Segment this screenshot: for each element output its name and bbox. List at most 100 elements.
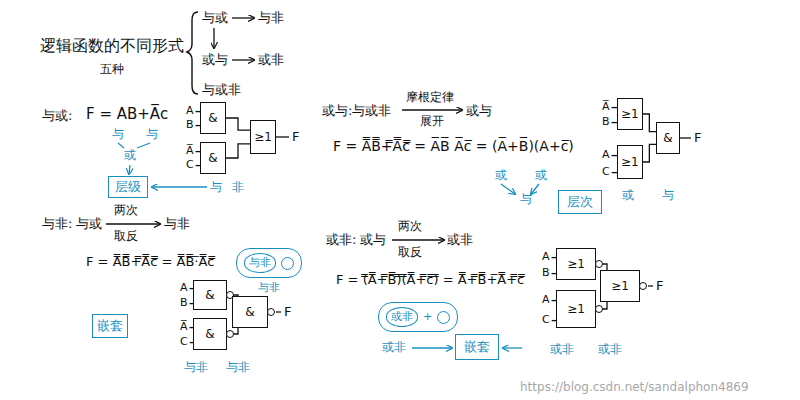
text-label: 或与:与或非 — [322, 103, 391, 119]
text-label: 两次 — [114, 203, 138, 217]
empty-circle — [281, 257, 294, 270]
text-label: 与或 — [76, 216, 102, 232]
text-label: A̅ — [180, 320, 188, 333]
text-label: A̅ — [602, 100, 610, 113]
text-label: 取反 — [398, 245, 422, 259]
note-text: 与非 — [244, 253, 276, 272]
text-label: 取反 — [114, 229, 138, 243]
text-label: 与非 — [258, 10, 284, 26]
note-box: 嵌套 — [92, 314, 128, 338]
gate-symbol: & — [245, 305, 254, 319]
arrow — [137, 143, 150, 148]
output-wire — [680, 137, 691, 138]
note-box: 嵌套 — [455, 334, 499, 360]
logic-gate: & — [656, 122, 680, 154]
text-label: B — [186, 118, 194, 131]
note-box: 层次 — [558, 190, 602, 214]
note-bubble: 与非 — [236, 248, 302, 278]
gate-symbol: ≥1 — [621, 155, 639, 169]
arrow — [213, 28, 214, 48]
text-label: F — [284, 304, 291, 320]
text-label: 与 — [146, 127, 158, 141]
logic-gate: & — [193, 318, 227, 350]
text-label: C — [602, 165, 610, 178]
text-label: 或非: — [326, 232, 356, 248]
text-label: 与 — [112, 127, 124, 141]
text-label: A — [542, 293, 550, 306]
text-label: https://blog.csdn.net/sandalphon4869 — [520, 380, 749, 394]
text-label: 与或非 — [202, 82, 241, 98]
text-label: 摩根定律 — [406, 90, 454, 104]
logic-gate: ≥1 — [556, 248, 596, 280]
gate-wire — [226, 144, 250, 158]
text-label: A — [180, 281, 188, 294]
title: 逻辑函数的不同形式 — [40, 36, 184, 55]
arrow — [129, 165, 130, 174]
note-bubble: 或非+ — [378, 302, 458, 332]
gate-symbol: ≥1 — [567, 257, 585, 271]
logic-gate: ≥1 — [556, 290, 596, 328]
logic-gate: ≥1 — [250, 120, 276, 154]
arrow — [152, 186, 207, 187]
text-label: F = A̿B̿+̿A̿c̿ = A̿B̿·̅A̿c̿ — [86, 254, 215, 270]
text-label: B — [542, 266, 550, 279]
note-box: 层级 — [108, 176, 148, 198]
text-label: C — [180, 335, 188, 348]
logic-gate: & — [193, 280, 227, 310]
text-label: A — [542, 250, 550, 263]
gate-symbol: & — [205, 288, 214, 302]
text-label: 与非 — [164, 216, 190, 232]
logic-gate: & — [232, 296, 268, 328]
gate-wire — [643, 144, 656, 162]
text-label: 与 — [210, 180, 222, 194]
text-label: 五种 — [100, 62, 124, 76]
text-label: 或非 — [550, 342, 574, 356]
text-label: 或非 — [447, 232, 473, 248]
gate-symbol: ≥1 — [621, 107, 639, 121]
inverter-bubble — [639, 282, 647, 290]
gate-symbol: & — [663, 131, 672, 145]
text-label: 或与 — [360, 232, 386, 248]
inverter-bubble — [595, 305, 603, 313]
text-label: A — [602, 148, 610, 161]
text-label: F — [694, 130, 701, 146]
arrow — [118, 143, 124, 148]
text-label: 与或 — [202, 10, 228, 26]
text-label: F = (̿A̿+̿B̿)̿(̿A̿+̿c̿)̿ = A̿+̿B̿+̅A̿+̿c… — [336, 272, 524, 288]
text-label: C — [186, 158, 194, 171]
gate-wire — [643, 114, 656, 132]
note-text: 嵌套 — [97, 318, 123, 334]
text-label: A̅ — [186, 144, 194, 157]
text-label: 或非 — [598, 342, 622, 356]
arrow — [232, 59, 254, 60]
note-text: 嵌套 — [464, 339, 490, 355]
arrow — [531, 184, 539, 194]
arrow — [412, 347, 452, 348]
text-label: 或非 — [382, 340, 406, 354]
arrow — [402, 109, 462, 110]
text-label: 或 — [622, 188, 634, 202]
text-label: 与非 — [226, 360, 250, 374]
logic-gate: ≥1 — [600, 270, 640, 302]
text-label: B — [180, 296, 188, 309]
note-text: 层级 — [115, 179, 141, 195]
note-text: + — [423, 310, 432, 323]
text-label: F = AB+A̅c — [86, 105, 168, 123]
text-label: 与非 — [258, 281, 280, 294]
inverter-bubble — [226, 330, 234, 338]
text-label: 或 — [495, 168, 507, 182]
text-label: 两次 — [398, 219, 422, 233]
gate-symbol: & — [208, 151, 217, 165]
text-label: 与 — [520, 192, 532, 206]
text-label: C — [542, 313, 550, 326]
note-text: 层次 — [567, 194, 593, 210]
text-label: 与非: — [42, 216, 72, 232]
arrow — [503, 347, 522, 348]
text-label: F — [656, 278, 663, 294]
text-label: B — [602, 115, 610, 128]
empty-circle — [437, 311, 450, 324]
gate-symbol: & — [205, 327, 214, 341]
arrow — [232, 17, 254, 18]
gate-symbol: ≥1 — [254, 130, 272, 144]
